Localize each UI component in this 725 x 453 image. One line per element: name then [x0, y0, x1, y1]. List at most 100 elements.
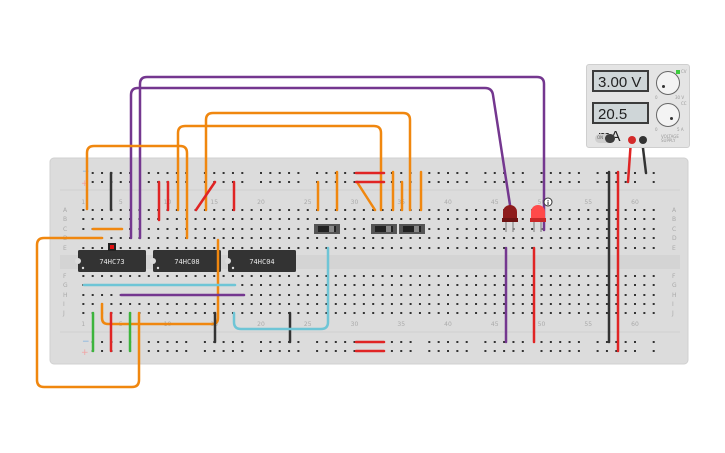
hole[interactable] — [185, 247, 188, 249]
hole[interactable] — [260, 312, 262, 314]
hole[interactable] — [400, 303, 403, 305]
hole[interactable] — [390, 303, 393, 305]
hole[interactable] — [512, 275, 515, 277]
hole[interactable] — [82, 247, 85, 249]
hole[interactable] — [428, 275, 431, 277]
hole[interactable] — [428, 228, 431, 230]
hole[interactable] — [166, 218, 169, 220]
hole[interactable] — [521, 312, 524, 314]
rail-hole[interactable] — [325, 341, 328, 343]
hole[interactable] — [344, 209, 347, 211]
hole[interactable] — [213, 303, 216, 305]
hole[interactable] — [110, 218, 113, 220]
hole[interactable] — [157, 247, 160, 249]
rail-hole[interactable] — [577, 350, 580, 352]
hole[interactable] — [175, 275, 178, 277]
hole[interactable] — [605, 284, 608, 286]
hole[interactable] — [418, 303, 421, 305]
hole[interactable] — [475, 218, 478, 220]
hole[interactable] — [101, 275, 104, 277]
hole[interactable] — [138, 303, 141, 305]
rail-hole[interactable] — [325, 181, 328, 183]
hole[interactable] — [475, 303, 478, 305]
rail-hole[interactable] — [503, 341, 506, 343]
hole[interactable] — [540, 284, 543, 286]
hole[interactable] — [643, 294, 646, 296]
hole[interactable] — [166, 228, 169, 230]
hole[interactable] — [250, 312, 253, 314]
hole[interactable] — [652, 209, 655, 211]
hole[interactable] — [456, 218, 459, 220]
hole[interactable] — [521, 275, 524, 277]
hole[interactable] — [175, 237, 178, 239]
rail-hole[interactable] — [119, 350, 122, 352]
hole[interactable] — [175, 228, 178, 230]
hole[interactable] — [269, 237, 272, 239]
hole[interactable] — [344, 247, 347, 249]
hole[interactable] — [465, 294, 468, 296]
hole[interactable] — [447, 209, 449, 211]
hole[interactable] — [577, 247, 580, 249]
hole[interactable] — [194, 237, 197, 239]
hole[interactable] — [549, 209, 552, 211]
hole[interactable] — [306, 209, 309, 211]
hole[interactable] — [222, 275, 225, 277]
rail-hole[interactable] — [521, 350, 524, 352]
hole[interactable] — [409, 284, 412, 286]
hole[interactable] — [615, 284, 618, 286]
rail-hole[interactable] — [512, 341, 515, 343]
hole[interactable] — [475, 237, 478, 239]
hole[interactable] — [624, 228, 627, 230]
hole[interactable] — [175, 312, 178, 314]
hole[interactable] — [605, 303, 608, 305]
hole[interactable] — [531, 294, 534, 296]
rail-hole[interactable] — [316, 172, 319, 174]
rail-hole[interactable] — [231, 350, 234, 352]
hole[interactable] — [400, 247, 403, 249]
hole[interactable] — [624, 247, 627, 249]
hole[interactable] — [194, 312, 197, 314]
hole[interactable] — [493, 275, 496, 277]
hole[interactable] — [493, 247, 496, 249]
hole[interactable] — [381, 284, 384, 286]
hole[interactable] — [362, 303, 365, 305]
hole[interactable] — [325, 237, 328, 239]
hole[interactable] — [288, 228, 291, 230]
hole[interactable] — [549, 237, 552, 239]
hole[interactable] — [269, 303, 272, 305]
hole[interactable] — [428, 284, 431, 286]
hole[interactable] — [250, 228, 253, 230]
led-red[interactable] — [530, 205, 546, 232]
rail-hole[interactable] — [428, 341, 431, 343]
hole[interactable] — [372, 284, 375, 286]
hole[interactable] — [447, 303, 449, 305]
hole[interactable] — [138, 275, 141, 277]
rail-hole[interactable] — [568, 172, 571, 174]
hole[interactable] — [344, 237, 347, 239]
hole[interactable] — [484, 209, 487, 211]
hole[interactable] — [119, 237, 122, 239]
hole[interactable] — [540, 237, 543, 239]
hole[interactable] — [409, 237, 412, 239]
hole[interactable] — [297, 228, 300, 230]
hole[interactable] — [521, 218, 524, 220]
hole[interactable] — [278, 284, 281, 286]
hole[interactable] — [409, 294, 412, 296]
rail-hole[interactable] — [615, 172, 618, 174]
hole[interactable] — [129, 303, 132, 305]
hole[interactable] — [540, 275, 543, 277]
hole[interactable] — [353, 312, 356, 314]
hole[interactable] — [372, 247, 375, 249]
hole[interactable] — [91, 247, 94, 249]
hole[interactable] — [390, 275, 393, 277]
hole[interactable] — [559, 294, 562, 296]
hole[interactable] — [138, 247, 141, 249]
hole[interactable] — [465, 275, 468, 277]
hole[interactable] — [587, 209, 590, 211]
hole[interactable] — [615, 294, 618, 296]
hole[interactable] — [643, 237, 646, 239]
hole[interactable] — [465, 209, 468, 211]
rail-hole[interactable] — [344, 181, 347, 183]
hole[interactable] — [643, 228, 646, 230]
rail-hole[interactable] — [577, 172, 580, 174]
